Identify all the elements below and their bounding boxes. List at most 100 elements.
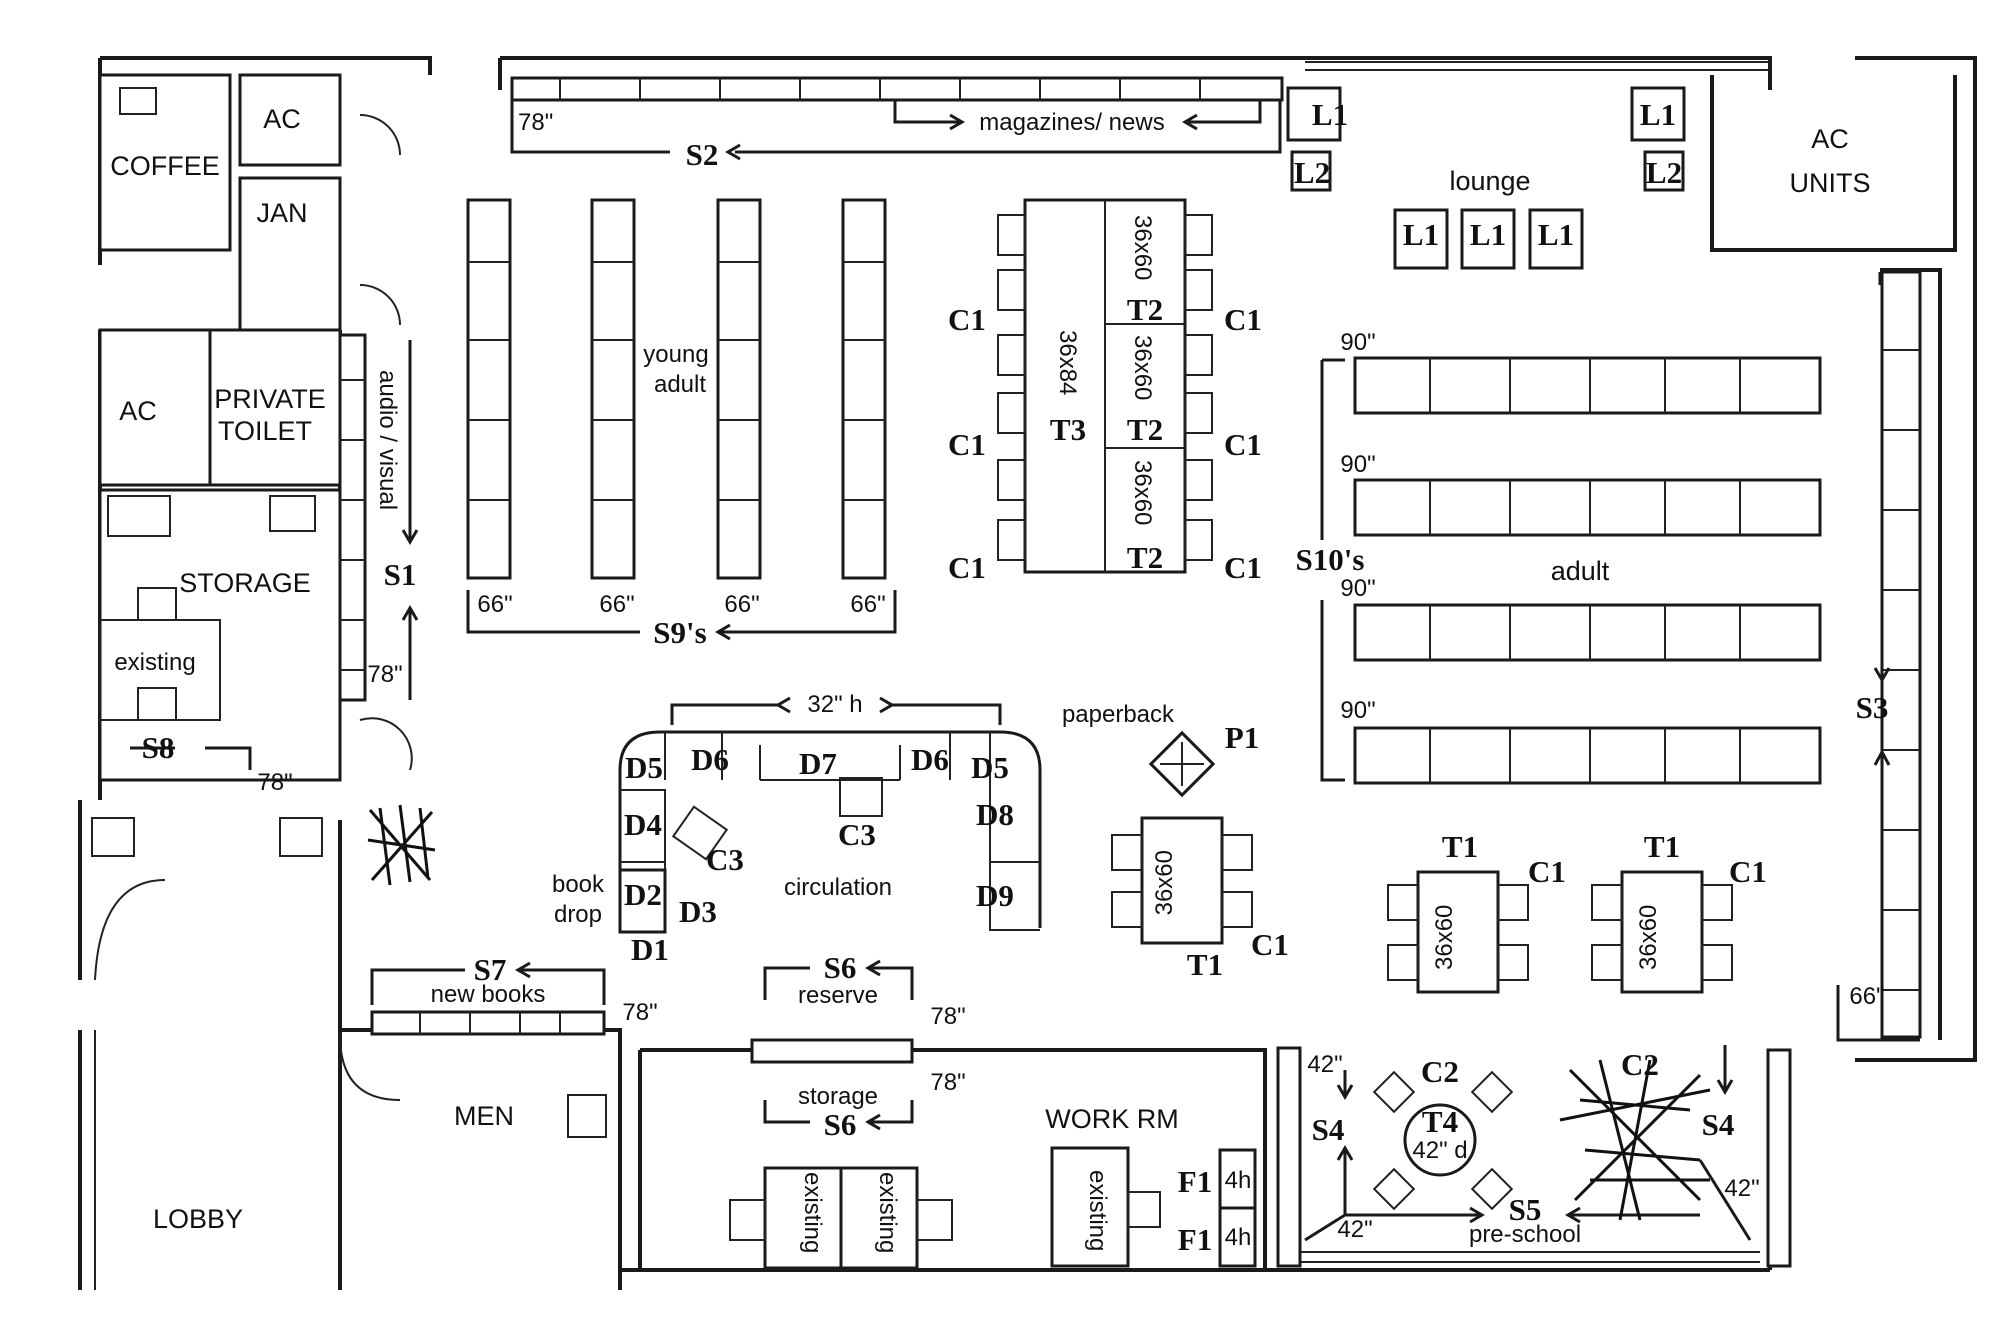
room-label-coffee: COFFEE — [110, 151, 220, 181]
desk-label-d6: D6 — [691, 742, 729, 777]
table-label-t2: T2 — [1127, 292, 1163, 327]
desk-label-d7: D7 — [799, 746, 837, 781]
dimension-label: 90" — [1340, 329, 1375, 356]
table-t1-adult-right — [1591, 870, 1733, 994]
chair-label-c1: C1 — [1224, 302, 1262, 337]
desk-label-d2: D2 — [624, 877, 662, 912]
paperback-display-p1 — [1148, 730, 1216, 798]
chair-label-c3: C3 — [706, 842, 744, 877]
shelf-label-s2: S2 — [686, 137, 719, 172]
lounge-chair-l1: L1 — [1403, 217, 1439, 252]
shelf-label-s3: S3 — [1856, 690, 1889, 725]
chair-label-c1: C1 — [1251, 927, 1289, 962]
table-label-t1: T1 — [1442, 829, 1478, 864]
table-size-label: 36x60 — [1129, 460, 1156, 525]
work-room-furniture — [729, 1146, 1257, 1270]
area-label-storage: storage — [798, 1083, 878, 1110]
desk-label-d5: D5 — [625, 750, 663, 785]
dimension-label: 66" — [477, 591, 512, 618]
table-size-label: 42" d — [1412, 1137, 1467, 1164]
room-label-lobby: LOBBY — [153, 1204, 243, 1234]
shelf-s7 — [370, 961, 606, 1036]
display-label-p1: P1 — [1225, 720, 1259, 755]
lounge-chair-l1: L1 — [1312, 97, 1348, 132]
left-rooms — [91, 73, 607, 1138]
area-label-young: young — [643, 341, 708, 368]
area-label-book: book — [552, 871, 605, 898]
existing-furniture-label: existing — [1084, 1170, 1111, 1251]
dimension-label: 66" — [1849, 983, 1884, 1010]
lounge-chair-l1: L1 — [1538, 217, 1574, 252]
desk-label-d9: D9 — [976, 878, 1014, 913]
table-label-t2: T2 — [1127, 540, 1163, 575]
room-label-ac-units-2: UNITS — [1790, 168, 1871, 198]
chair-label-c2: C2 — [1421, 1054, 1459, 1089]
desk-label-d8: D8 — [976, 797, 1014, 832]
area-label-drop: drop — [554, 901, 602, 928]
scribbled-out-object — [367, 804, 436, 886]
lobby-doors — [94, 879, 401, 1290]
table-size-label: 36x60 — [1635, 905, 1662, 970]
table-t1-center — [1111, 816, 1253, 945]
dimension-label: 42" — [1724, 1175, 1759, 1202]
existing-furniture-label: existing — [874, 1172, 901, 1253]
shelf-label-s9: S9's — [653, 615, 706, 650]
chair-label-c1: C1 — [948, 302, 986, 337]
shelf-s6 — [750, 959, 914, 1131]
desk-label-d5: D5 — [971, 750, 1009, 785]
table-t1-adult-left — [1387, 870, 1529, 994]
chair-label-c2: C2 — [1621, 1047, 1659, 1082]
lounge-seating — [1286, 86, 1686, 270]
existing-furniture-label: existing — [114, 649, 195, 676]
shelf-s2 — [510, 76, 1284, 161]
area-label-new-books: new books — [431, 981, 546, 1008]
table-size-label: 36x60 — [1129, 215, 1156, 280]
table-label-t1: T1 — [1187, 947, 1223, 982]
area-label-adult-ya: adult — [654, 371, 706, 398]
lounge-chair-l2: L2 — [1646, 155, 1682, 190]
room-label-toilet: TOILET — [218, 416, 312, 446]
scribbled-out-table — [1559, 1059, 1711, 1221]
area-label-pre-school: pre-school — [1469, 1221, 1581, 1248]
shelf-label-s10: S10's — [1296, 542, 1365, 577]
room-label-ac-top: AC — [263, 104, 301, 134]
table-cluster-t2-t3 — [997, 198, 1213, 574]
dimension-label: 66" — [850, 591, 885, 618]
dimension-label: 42" — [1337, 1216, 1372, 1243]
chair-label-c1: C1 — [948, 427, 986, 462]
area-label-audio-visual: audio / visual — [374, 370, 401, 510]
existing-furniture-label: existing — [799, 1172, 826, 1253]
room-label-men: MEN — [454, 1101, 514, 1131]
room-label-work-rm: WORK RM — [1045, 1104, 1178, 1134]
dimension-label: 90" — [1340, 451, 1375, 478]
dimension-label: 78" — [930, 1003, 965, 1030]
shelf-s3 — [1836, 270, 1922, 1042]
chair-label-c1: C1 — [1224, 550, 1262, 585]
dimension-label: 90" — [1340, 697, 1375, 724]
room-label-ac-left: AC — [119, 396, 157, 426]
room-label-jan: JAN — [256, 198, 307, 228]
shelf-label-s4: S4 — [1312, 1112, 1345, 1147]
area-label-paperback: paperback — [1062, 701, 1175, 728]
desk-label-d1: D1 — [631, 932, 669, 967]
room-label-storage: STORAGE — [179, 568, 311, 598]
shelf-label-s7: S7 — [474, 952, 507, 987]
dimension-label: 90" — [1340, 575, 1375, 602]
desk-label-d6: D6 — [911, 742, 949, 777]
drawer-height-label: 4h — [1225, 1167, 1252, 1194]
dimension-label: 78" — [622, 999, 657, 1026]
table-label-t2: T2 — [1127, 412, 1163, 447]
shelf-s1 — [338, 333, 419, 702]
area-label-circulation: circulation — [784, 874, 892, 901]
area-label-lounge: lounge — [1449, 166, 1530, 196]
shelf-label-s6: S6 — [824, 1107, 857, 1142]
desk-label-d3: D3 — [679, 894, 717, 929]
dimension-label: 66" — [724, 591, 759, 618]
shelf-label-s1: S1 — [384, 557, 417, 592]
dimension-label: 78" — [518, 109, 553, 136]
area-label-adult: adult — [1551, 556, 1610, 586]
shelf-s9-group — [466, 198, 897, 641]
room-label-private: PRIVATE — [214, 384, 326, 414]
file-label-f1: F1 — [1178, 1222, 1212, 1257]
